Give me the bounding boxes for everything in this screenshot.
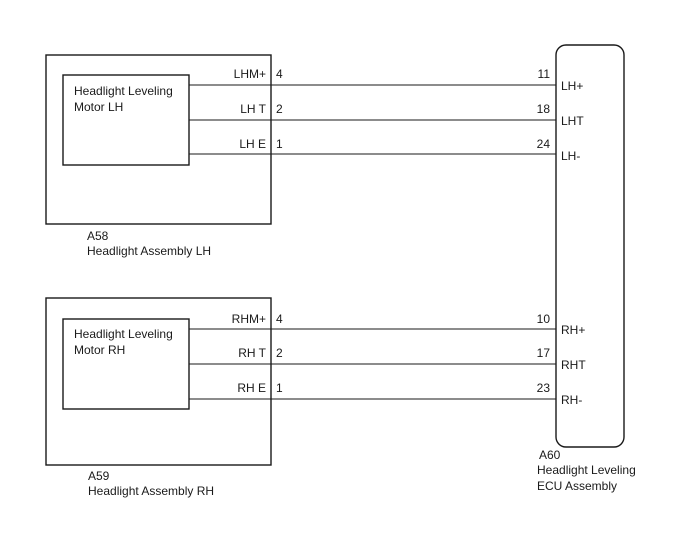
- lh-signal-label: LH E: [239, 137, 266, 151]
- motor-rh-label-line2: Motor RH: [74, 343, 125, 357]
- motor-rh-label-line1: Headlight Leveling: [74, 327, 173, 341]
- ecu-pin-label: RH+: [561, 323, 585, 337]
- ecu-pin-label: LH+: [561, 79, 583, 93]
- assembly-lh-code: A58: [87, 229, 109, 243]
- rh-signal-pin: 2: [276, 346, 283, 360]
- ecu-assembly: 11 LH+ 18 LHT 24 LH- 10 RH+ 17 RHT 23 RH…: [537, 44, 636, 493]
- ecu-pin-label: LH-: [561, 149, 580, 163]
- lh-signal-pin: 2: [276, 102, 283, 116]
- motor-lh-label-line2: Motor LH: [74, 100, 123, 114]
- lh-signal-label: LH T: [240, 102, 266, 116]
- ecu-pin-label: LHT: [561, 114, 584, 128]
- ecu-code: A60: [539, 448, 561, 462]
- ecu-name-line2: ECU Assembly: [537, 479, 617, 493]
- rh-signal-label: RHM+: [232, 312, 266, 326]
- assembly-rh-outline: [45, 297, 272, 466]
- assembly-rh-code: A59: [88, 469, 110, 483]
- rh-signal-label: RH E: [237, 381, 266, 395]
- ecu-pin-number: 23: [537, 381, 551, 395]
- ecu-outline: [555, 44, 625, 448]
- ecu-pin-number: 10: [537, 312, 551, 326]
- lh-signal-pin: 4: [276, 67, 283, 81]
- ecu-pin-number: 24: [537, 137, 551, 151]
- wires: [189, 84, 556, 400]
- motor-lh-label-line1: Headlight Leveling: [74, 84, 173, 98]
- headlight-assembly-lh: Headlight Leveling Motor LH LHM+ 4 LH T …: [45, 54, 283, 258]
- ecu-name-line1: Headlight Leveling: [537, 463, 636, 477]
- rh-signal-pin: 4: [276, 312, 283, 326]
- ecu-pin-label: RHT: [561, 358, 586, 372]
- rh-signal-pin: 1: [276, 381, 283, 395]
- rh-signal-label: RH T: [238, 346, 266, 360]
- ecu-pin-number: 11: [538, 67, 551, 81]
- ecu-pin-label: RH-: [561, 393, 582, 407]
- lh-signal-label: LHM+: [234, 67, 266, 81]
- assembly-lh-outline: [45, 54, 272, 225]
- ecu-pin-number: 17: [537, 346, 551, 360]
- assembly-lh-name: Headlight Assembly LH: [87, 244, 211, 258]
- assembly-rh-name: Headlight Assembly RH: [88, 484, 214, 498]
- headlight-assembly-rh: Headlight Leveling Motor RH RHM+ 4 RH T …: [45, 297, 283, 498]
- ecu-pin-number: 18: [537, 102, 551, 116]
- lh-signal-pin: 1: [276, 137, 283, 151]
